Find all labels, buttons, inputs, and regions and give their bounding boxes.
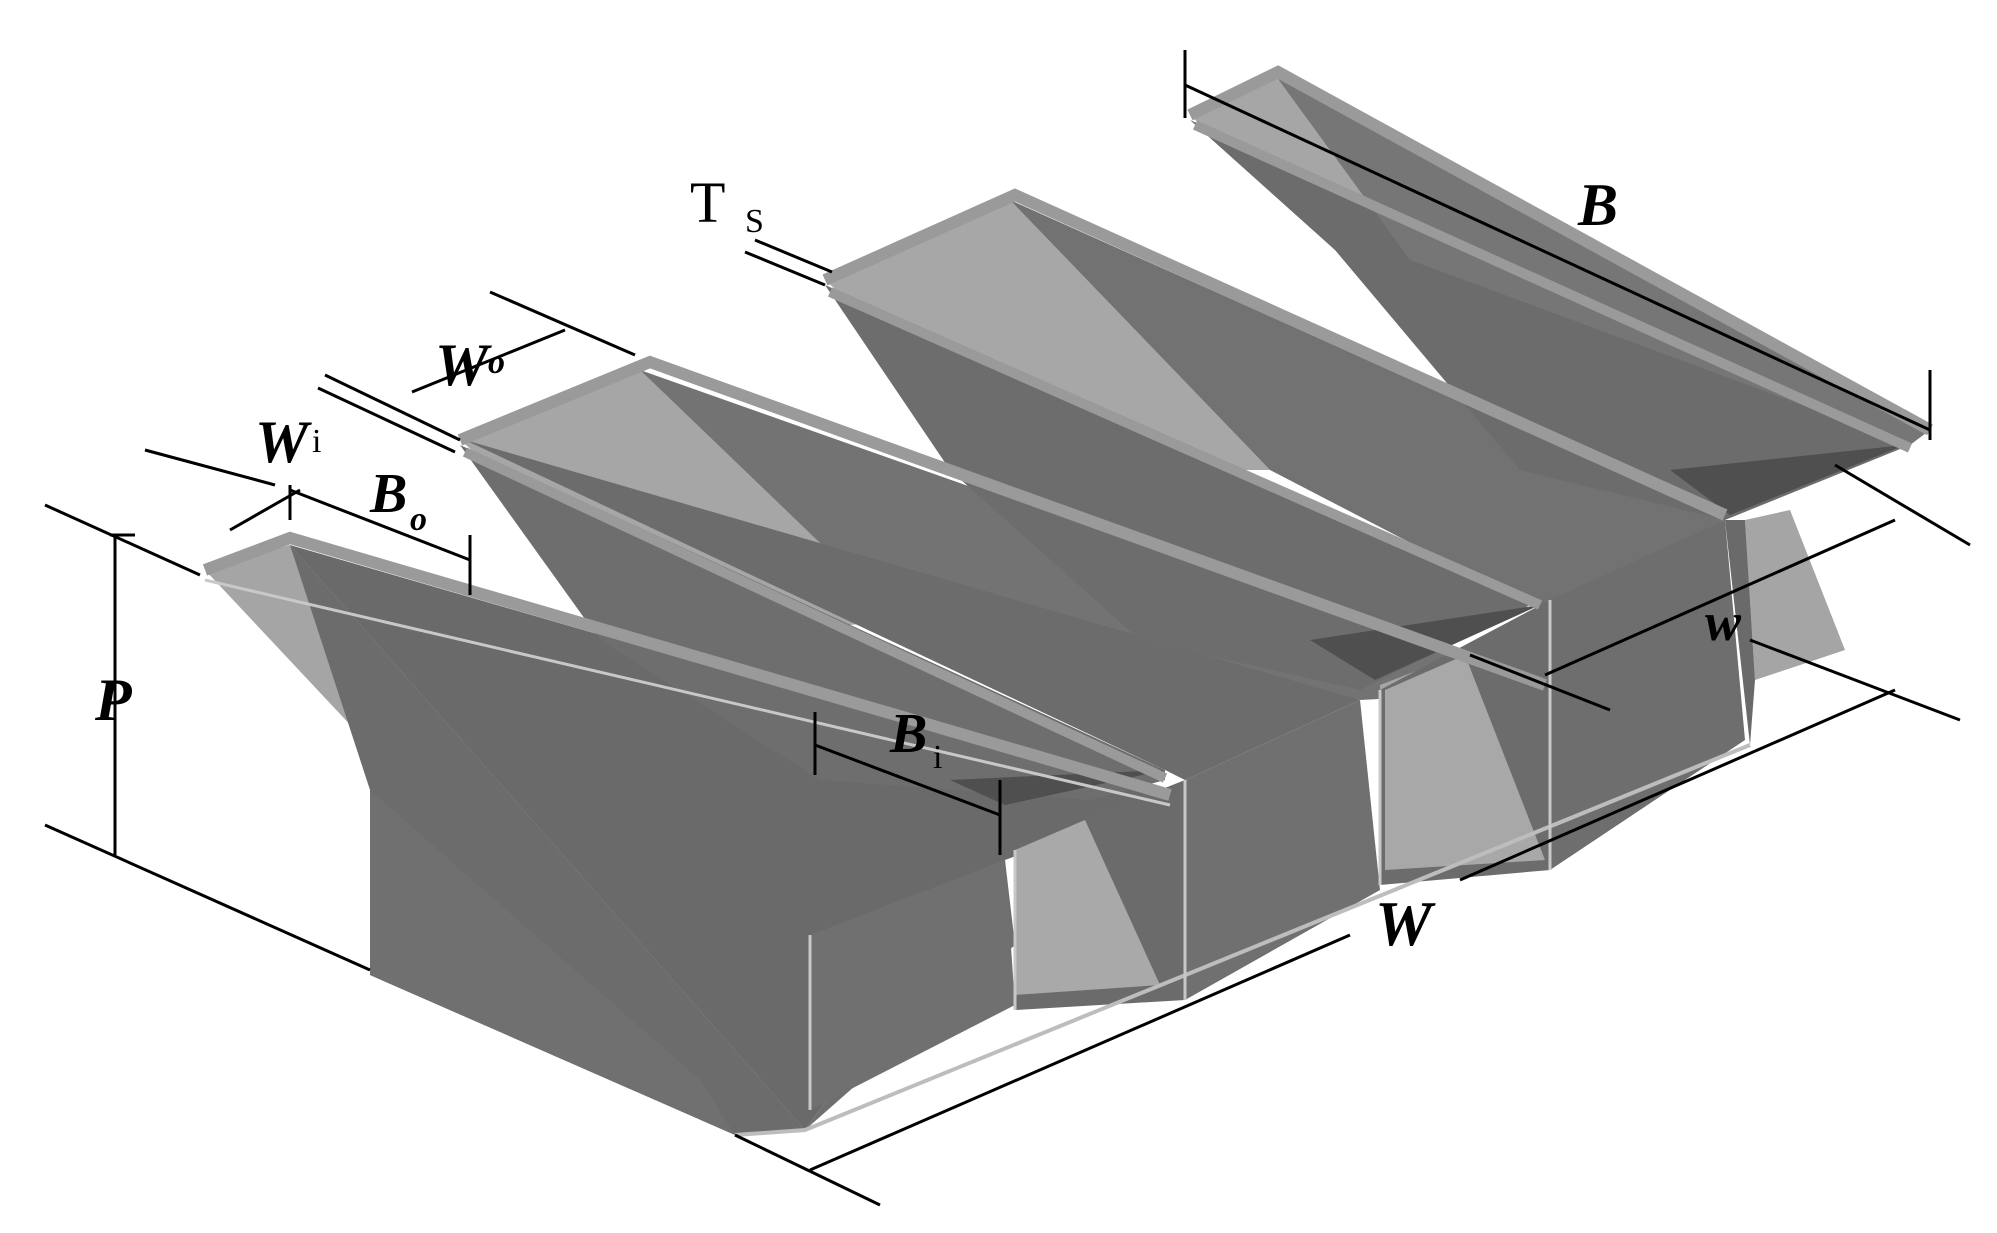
left-side-block (370, 790, 735, 1135)
rim-outlet-1 (457, 355, 1548, 691)
dim-Bi-line (814, 743, 1001, 817)
label-w: w (1705, 592, 1742, 652)
dim-Wo-leader (411, 328, 566, 394)
front-bottom-edge (734, 743, 1751, 1137)
dim-W-ext-2 (1749, 638, 1961, 722)
label-Wi-sub: i (312, 423, 321, 460)
rim-outlet-2 (822, 188, 1728, 521)
label-Ts-sub: S (745, 203, 764, 240)
label-P: P (94, 667, 133, 733)
chute-3-front (1725, 520, 1755, 745)
rim-outlet-2-inner (827, 287, 1543, 610)
dim-W-line-a (809, 933, 1351, 1172)
dim-Ts-line-1 (754, 238, 833, 274)
dim-W-line-b (1459, 688, 1896, 882)
inlet-key-2-front (1185, 700, 1380, 1000)
outlet-key-3-back (1275, 75, 1930, 445)
dim-Ts-line-2 (744, 250, 826, 287)
outlet-key-2-side (1010, 200, 1725, 610)
outlet-key-2-dark (825, 285, 1540, 690)
label-B: B (1577, 172, 1618, 238)
label-W: W (1375, 888, 1436, 959)
dim-Bo-bar (289, 488, 471, 562)
dim-w-line-bottom (1469, 653, 1611, 712)
inlet-end-shadow-3 (1670, 445, 1905, 515)
label-Wo-sub: o (488, 344, 505, 381)
dim-Bo-leader (229, 488, 301, 532)
label-Wi: W (255, 409, 312, 475)
dim-Wo-line (489, 290, 636, 357)
outlet-key-2-light (825, 200, 1270, 470)
front-left-face (810, 860, 1015, 1110)
label-Bo-sub: o (410, 501, 427, 538)
dim-w-diagonal (1544, 518, 1896, 677)
dim-Bo-line (144, 448, 276, 487)
chute-3-light (1745, 510, 1845, 680)
rim-left (202, 531, 1172, 801)
rim-left-edge (204, 578, 1171, 807)
dim-W-ext-1 (734, 1133, 881, 1207)
chute-1-light-front (1015, 820, 1160, 995)
dim-B-line (1184, 83, 1931, 432)
label-Bi-sub: i (933, 739, 942, 776)
weir-body (202, 65, 1933, 1137)
dimension-labels: B T S W o W i B o P B i w W (94, 170, 1742, 959)
dim-P-bottom (44, 823, 371, 972)
dim-Wi-line-1 (324, 373, 461, 442)
dim-P-top (44, 503, 201, 577)
rim-outlet-1-inner (462, 447, 1168, 783)
dim-w-line-top (1834, 463, 1971, 547)
inlet-key-1-floor (290, 545, 1170, 1130)
label-Wo: W (435, 332, 492, 398)
outlet-key-3-dark (1190, 120, 1910, 520)
dimension-lines (44, 50, 1971, 1207)
rim-outlet-3-inner (1192, 120, 1913, 453)
label-Bo: B (369, 463, 407, 525)
chute-2-light-inner (1385, 655, 1545, 870)
dim-Wi-line-2 (317, 386, 456, 454)
label-Ts: T (690, 170, 725, 235)
label-Bi: B (889, 703, 927, 765)
inlet-key-2-floor (465, 440, 1360, 780)
